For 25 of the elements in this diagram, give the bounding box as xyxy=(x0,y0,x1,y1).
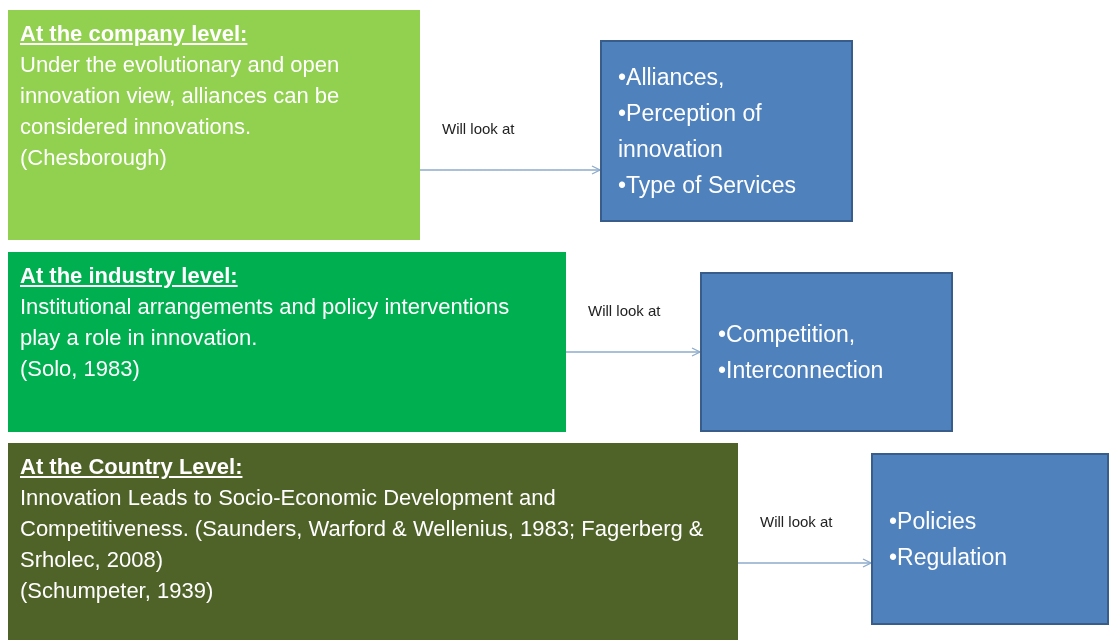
citation-text: (Chesborough) xyxy=(20,144,168,172)
description-text: Institutional arrangements and policy interventions play a role in innovation. xyxy=(20,293,511,352)
bullet-item: •Perception of innovation xyxy=(618,99,763,164)
level-heading: At the Country Level: xyxy=(20,453,244,481)
level-box xyxy=(8,252,566,432)
bullet-item: •Regulation xyxy=(889,543,1009,572)
level-heading: At the industry level: xyxy=(20,262,239,290)
bullet-item: •Type of Services xyxy=(618,171,798,200)
focus-box xyxy=(871,453,1109,625)
level-box xyxy=(8,10,420,240)
arrow xyxy=(565,347,701,357)
bullet-item: •Competition, xyxy=(718,320,857,349)
description-text: Under the evolutionary and open innovation view, alliances can be considered innovations. xyxy=(20,51,341,141)
citation-text: (Schumpeter, 1939) xyxy=(20,577,215,605)
citation-text: (Solo, 1983) xyxy=(20,355,141,383)
bullet-item: •Policies xyxy=(889,507,978,536)
bullet-item: •Interconnection xyxy=(718,356,885,385)
bullet-item: •Alliances, xyxy=(618,63,726,92)
focus-box xyxy=(700,272,953,432)
arrow xyxy=(737,558,872,568)
description-text: Innovation Leads to Socio-Economic Development and Competitiveness. (Saunders, Warford & Wellenius, 1983; Fagerberg & Srholec, 2008) xyxy=(20,484,705,574)
level-box xyxy=(8,443,738,640)
arrow xyxy=(419,165,601,175)
focus-box xyxy=(600,40,853,222)
level-heading: At the company level: xyxy=(20,20,249,48)
